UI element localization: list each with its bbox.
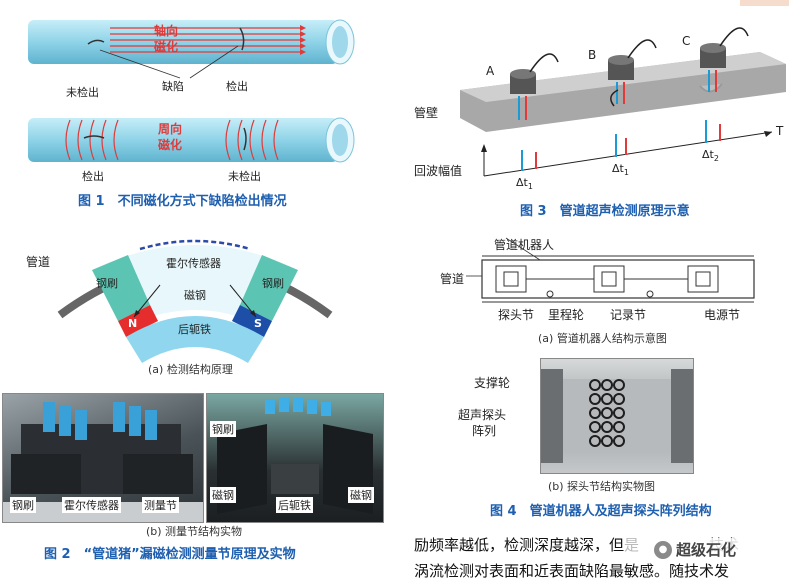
pipe-axial [28, 20, 338, 64]
probe-c [700, 27, 749, 68]
watermark-text: 超级石化 [676, 541, 737, 559]
pole-n-label: N [128, 317, 138, 330]
probe-a-label: A [486, 64, 495, 78]
photo-right-yoke: 后轭铁 [276, 497, 313, 513]
odometer-label: 里程轮 [548, 308, 585, 322]
brush-label-left: 钢刷 [96, 277, 118, 290]
probe-a [510, 53, 559, 94]
figure-3-illustration [460, 27, 786, 177]
figure-1: 轴向 磁化 未检出 缺陷 检出 周向 磁化 检出 未检出 图 1 不同磁化方式下… [0, 0, 380, 215]
hall-sensor-line [139, 239, 251, 251]
corner-tab [740, 0, 789, 6]
detected-label-1: 检出 [226, 80, 248, 93]
probe-b [608, 39, 657, 80]
support-wheel-label: 支撑轮 [474, 376, 511, 390]
figure-4-caption: 图 4 管道机器人及超声探头阵列结构 [490, 504, 712, 519]
figure-3-caption: 图 3 管道超声检测原理示意 [520, 204, 690, 219]
array-label-1: 超声探头 [458, 408, 507, 422]
defect-mark-1 [87, 39, 105, 45]
figure-2a-illustration [57, 239, 333, 363]
circ-label-1: 周向 [158, 122, 183, 136]
robot-label: 管道机器人 [494, 238, 555, 252]
photo-right-brush: 钢刷 [210, 421, 236, 437]
probe-b-label: B [588, 48, 597, 62]
figure-2a-subcaption: (a) 检测结构原理 [148, 363, 233, 376]
magnet-s [232, 305, 272, 337]
figure-2-caption: 图 2 “管道猪”漏磁检测测量节原理及实物 [44, 547, 296, 562]
photo-right-magnet-right: 磁钢 [348, 487, 374, 503]
hall-sensor-label: 霍尔传感器 [166, 257, 221, 270]
brush-label-right: 钢刷 [262, 277, 284, 290]
time-axis [483, 131, 773, 177]
pipe-circumferential [28, 118, 338, 162]
brush-right-shape [240, 255, 298, 321]
axial-label-2: 磁化 [154, 40, 179, 54]
pipe-label: 管道 [26, 255, 51, 269]
defect-mark-2 [239, 27, 245, 51]
figure-4b-subcaption: (b) 探头节结构实物图 [548, 480, 656, 493]
photo-right-magnet-left: 磁钢 [210, 487, 236, 503]
defect-label: 缺陷 [162, 80, 184, 93]
dt1-label-b: Δt1 [612, 162, 629, 178]
array-label-2: 阵列 [472, 424, 497, 438]
detected-label-2: 检出 [82, 170, 104, 183]
figure-1-caption: 图 1 不同磁化方式下缺陷检出情况 [78, 194, 287, 209]
probe-section-photo [540, 358, 694, 474]
figure-4a-subcaption: (a) 管道机器人结构示意图 [538, 332, 667, 345]
magnet-steel-label: 磁钢 [184, 289, 206, 302]
circ-label-2: 磁化 [158, 138, 183, 152]
axis-t-label: T [776, 124, 784, 138]
body-text-line-2: 涡流检测对表面和近表面缺陷最敏感。随技术发 [414, 562, 730, 580]
circumferential-field-lines [65, 119, 279, 161]
pole-s-label: S [254, 317, 262, 330]
axial-label-1: 轴向 [154, 24, 179, 38]
figure-1-illustration [28, 19, 355, 163]
figure-2b-subcaption: (b) 测量节结构实物 [146, 525, 243, 538]
watermark: ● 超级石化 [650, 538, 741, 561]
not-detected-label-2: 未检出 [228, 170, 261, 183]
probe-c-label: C [682, 34, 691, 48]
dt1-label-a: Δt1 [516, 176, 533, 192]
power-label: 电源节 [704, 308, 741, 322]
yoke-label: 后轭铁 [178, 323, 211, 336]
yoke-shape [126, 316, 264, 363]
pipe-label-4: 管道 [440, 272, 465, 286]
echo-amplitude-label: 回波幅值 [414, 164, 463, 178]
axial-field-lines [110, 27, 300, 53]
dt2-label: Δt2 [702, 148, 719, 164]
photo-left-hall: 霍尔传感器 [62, 497, 121, 513]
recorder-label: 记录节 [610, 308, 647, 322]
wechat-icon: ● [654, 540, 672, 559]
figure-2: 管道 霍尔传感器 钢刷 钢刷 磁钢 N S 后轭铁 (a) 检测结构原理 钢刷 … [0, 225, 385, 565]
photo-left-brush: 钢刷 [10, 497, 36, 513]
wall-label: 管壁 [414, 106, 439, 120]
figure-4: 管道机器人 管道 探头节 里程轮 记录节 电源节 (a) 管道机器人结构示意图 … [400, 228, 789, 528]
figure-4a-illustration [466, 237, 755, 303]
magnet-n [118, 305, 158, 337]
brush-left-shape [92, 255, 150, 321]
figure-3: A B C 管壁 回波幅值 T Δt1 Δt1 Δt2 图 3 管道超声检测原理… [400, 0, 789, 220]
not-detected-label-1: 未检出 [66, 86, 99, 99]
photo-left-section: 测量节 [142, 497, 179, 513]
probe-section-label: 探头节 [498, 308, 535, 322]
